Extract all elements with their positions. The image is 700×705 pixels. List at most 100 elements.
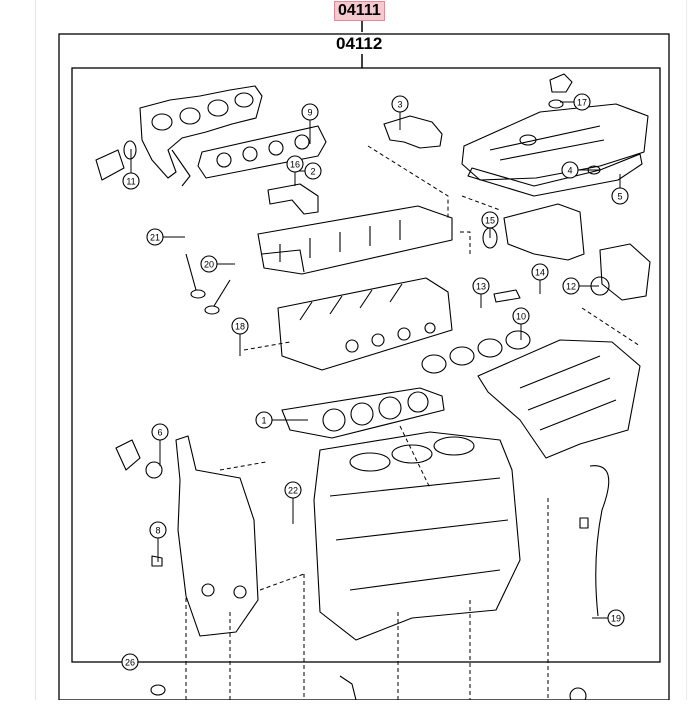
callout-15[interactable]: 15	[481, 211, 499, 238]
callout-number-17: 17	[577, 98, 587, 108]
assembly-leaders	[185, 145, 641, 700]
o-ring-6	[145, 461, 163, 479]
cylinder-head-cover-gasket	[467, 153, 643, 197]
callout-circle-16	[286, 155, 304, 173]
callout-circle-10	[512, 307, 530, 325]
callout-number-26: 26	[125, 658, 135, 668]
callout-10[interactable]: 10	[512, 307, 530, 340]
callout-circle-13	[472, 277, 490, 295]
callout-11[interactable]: 11	[122, 149, 140, 190]
cap-gasket	[548, 99, 564, 109]
callout-16[interactable]: 16	[286, 155, 304, 186]
callout-circle-4	[561, 161, 579, 179]
dipstick-guide	[589, 465, 610, 617]
callout-circle-8	[149, 521, 167, 539]
callout-circle-17	[573, 93, 591, 111]
callout-number-3: 3	[397, 100, 402, 110]
callout-circle-2	[304, 162, 322, 180]
callout-circle-9	[301, 103, 319, 121]
callout-circle-3	[391, 95, 409, 113]
callout-20[interactable]: 20	[200, 255, 235, 273]
callout-circle-19	[607, 609, 625, 627]
callout-9[interactable]: 9	[301, 103, 319, 144]
throttle-body-spacer	[599, 243, 651, 301]
intake-manifold	[477, 339, 641, 459]
callout-8[interactable]: 8	[149, 521, 167, 562]
callout-circle-20	[200, 255, 218, 273]
callout-1[interactable]: 1	[255, 411, 308, 429]
callout-4[interactable]: 4	[561, 161, 600, 179]
callout-13[interactable]: 13	[472, 277, 490, 308]
callout-circle-14	[531, 263, 549, 281]
callout-number-13: 13	[476, 282, 486, 292]
overhaul-kit-number-highlighted[interactable]: 04111	[334, 1, 385, 21]
callout-number-19: 19	[611, 614, 621, 624]
callout-number-12: 12	[566, 282, 576, 292]
callout-circle-5	[611, 187, 629, 205]
callout-number-18: 18	[235, 322, 245, 332]
callout-18[interactable]: 18	[231, 317, 249, 356]
inner-kit-frame	[71, 67, 661, 663]
sensor-13	[493, 289, 521, 303]
cylinder-head-cover	[461, 103, 649, 181]
callout-26[interactable]: 26	[121, 653, 158, 671]
exhaust-ring	[123, 140, 137, 160]
callout-number-21: 21	[150, 233, 160, 243]
callout-number-10: 10	[516, 312, 526, 322]
bottom-right-seal	[569, 687, 587, 705]
callout-circle-18	[231, 317, 249, 335]
callout-number-22: 22	[288, 486, 298, 496]
callout-6[interactable]: 6	[151, 423, 169, 466]
callout-number-8: 8	[155, 526, 160, 536]
exhaust-manifold-gasket	[197, 125, 327, 179]
callout-number-2: 2	[310, 167, 315, 177]
callout-circle-11	[122, 172, 140, 190]
callout-circle-26	[121, 653, 139, 671]
callout-circle-6	[151, 423, 169, 441]
callout-12[interactable]: 12	[562, 277, 599, 295]
callout-number-5: 5	[617, 192, 622, 202]
timing-chain-cover	[175, 435, 259, 637]
callout-number-4: 4	[567, 166, 572, 176]
callout-3[interactable]: 3	[391, 95, 409, 130]
exhaust-manifold	[95, 85, 263, 187]
gasket-kit-number[interactable]: 04112	[336, 34, 383, 53]
intake-manifold-gasket	[421, 330, 531, 374]
page-left-border	[35, 0, 36, 700]
callout-number-11: 11	[126, 177, 135, 187]
valve	[185, 253, 231, 315]
outer-kit-frame	[58, 33, 670, 701]
callout-circle-12	[562, 277, 580, 295]
callout-22[interactable]: 22	[284, 481, 302, 524]
callout-number-1: 1	[261, 416, 266, 426]
small-bracket	[267, 183, 319, 215]
callout-number-16: 16	[290, 160, 300, 170]
bottom-part	[339, 675, 357, 701]
callout-number-14: 14	[535, 268, 545, 278]
housing-3	[383, 115, 443, 149]
callout-19[interactable]: 19	[592, 609, 625, 627]
callout-circle-22	[284, 481, 302, 499]
cylinder-head	[277, 277, 453, 371]
camshaft-housing	[257, 205, 453, 275]
oil-seal-26	[150, 684, 166, 696]
callout-circle-15	[481, 211, 499, 229]
callout-number-6: 6	[157, 428, 162, 438]
callout-number-20: 20	[204, 260, 214, 270]
callout-21[interactable]: 21	[146, 228, 185, 246]
callout-17[interactable]: 17	[560, 93, 591, 111]
callout-14[interactable]: 14	[531, 263, 549, 294]
water-outlet	[503, 203, 585, 261]
callout-number-15: 15	[485, 216, 495, 226]
callout-5[interactable]: 5	[611, 174, 629, 205]
page-right-border	[686, 0, 687, 700]
dipstick-clip	[579, 517, 589, 529]
callout-circle-1	[255, 411, 273, 429]
bolt-8	[151, 555, 163, 567]
cylinder-head-gasket	[281, 387, 445, 439]
callout-circle-21	[146, 228, 164, 246]
oil-filler-cap	[549, 73, 573, 93]
